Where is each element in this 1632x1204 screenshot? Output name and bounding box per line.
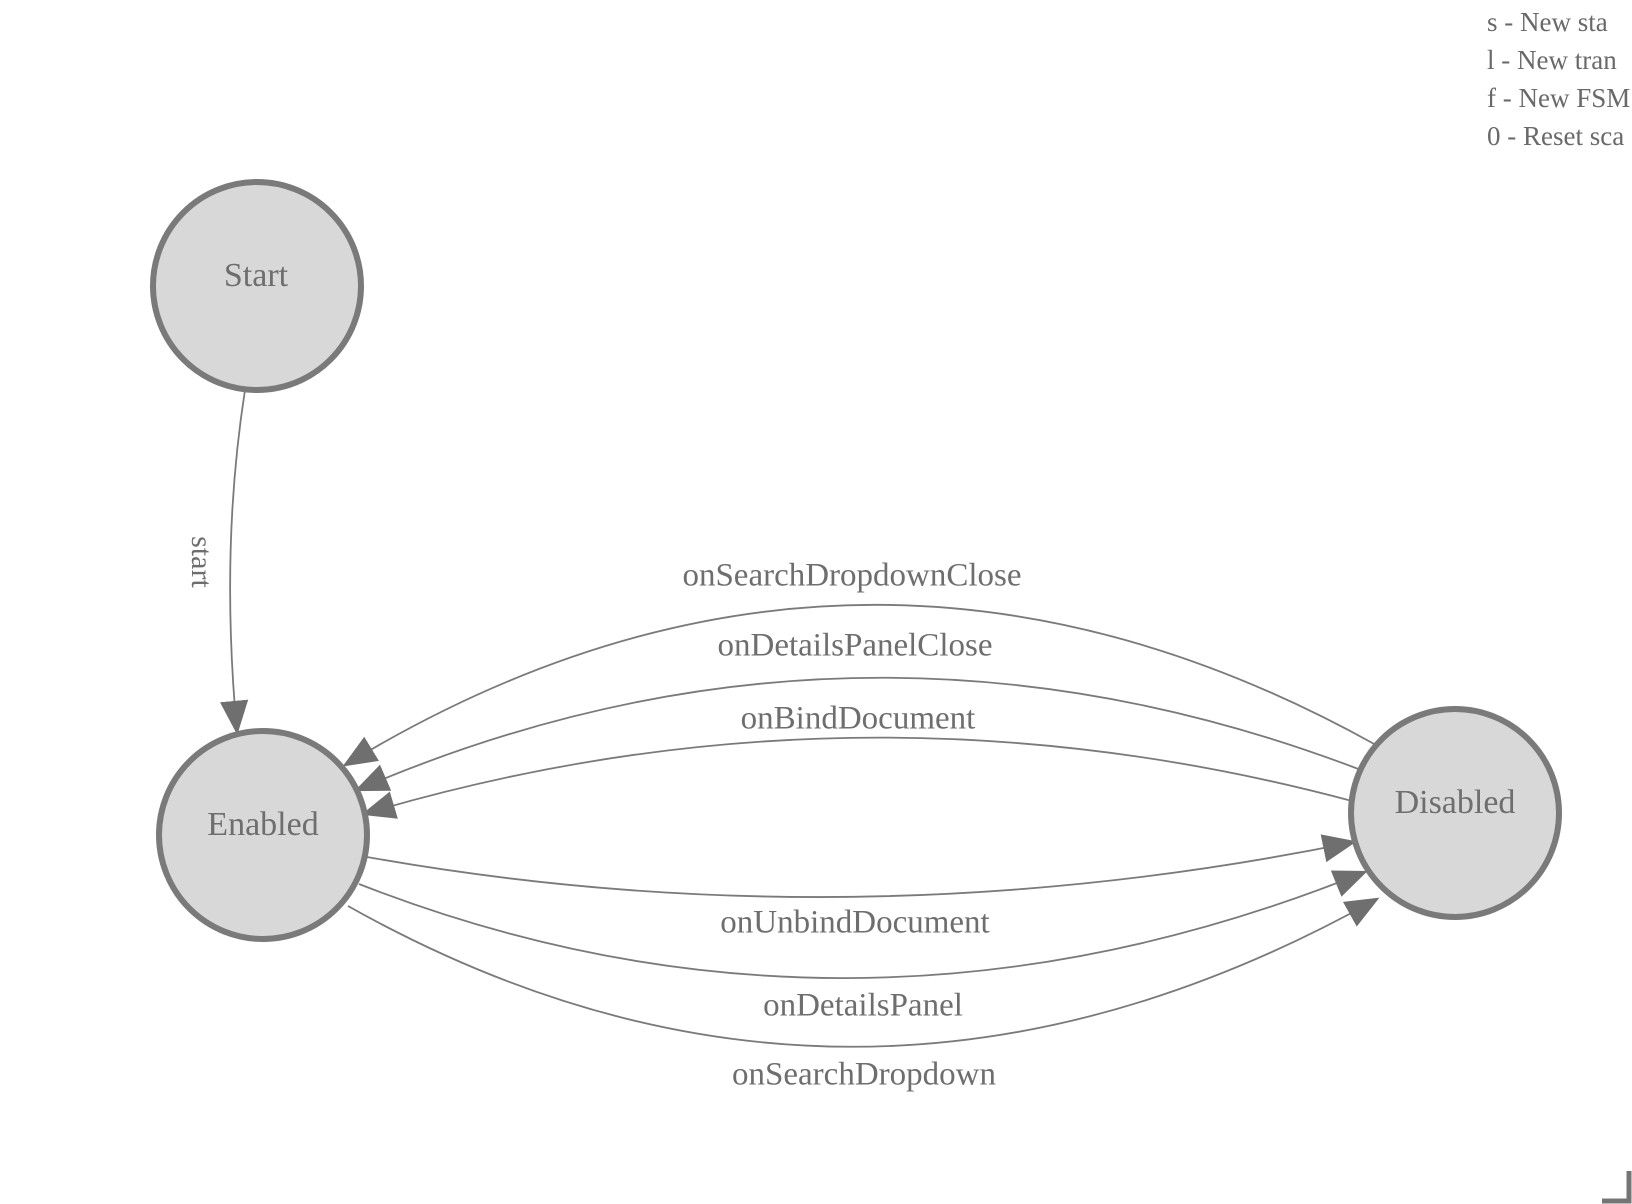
edge-on-search-dropdown-close[interactable]	[342, 604, 1377, 767]
edge-on-search-dropdown[interactable]	[347, 897, 1380, 1048]
edge-start-to-enabled[interactable]	[219, 389, 249, 735]
edge-on-details-panel-close[interactable]	[354, 676, 1362, 792]
shortcut-hint-new-transition: l - New tran	[1487, 45, 1617, 75]
edge-on-details-panel[interactable]	[358, 870, 1368, 979]
shortcut-hints: s - New sta l - New tran f - New FSM 0 -…	[1487, 3, 1630, 155]
state-circle-enabled[interactable]	[156, 728, 370, 942]
state-circle-disabled[interactable]	[1348, 706, 1562, 920]
shortcut-hint-new-fsm: f - New FSM	[1487, 83, 1631, 113]
cropped-box-corner	[1602, 1171, 1632, 1204]
state-circle-start[interactable]	[150, 179, 364, 393]
edge-on-bind-document[interactable]	[361, 736, 1353, 819]
edge-on-unbind-document[interactable]	[366, 834, 1357, 898]
shortcut-hint-reset: 0 - Reset sca	[1487, 121, 1625, 151]
shortcut-hint-new-state: s - New sta	[1487, 7, 1608, 37]
